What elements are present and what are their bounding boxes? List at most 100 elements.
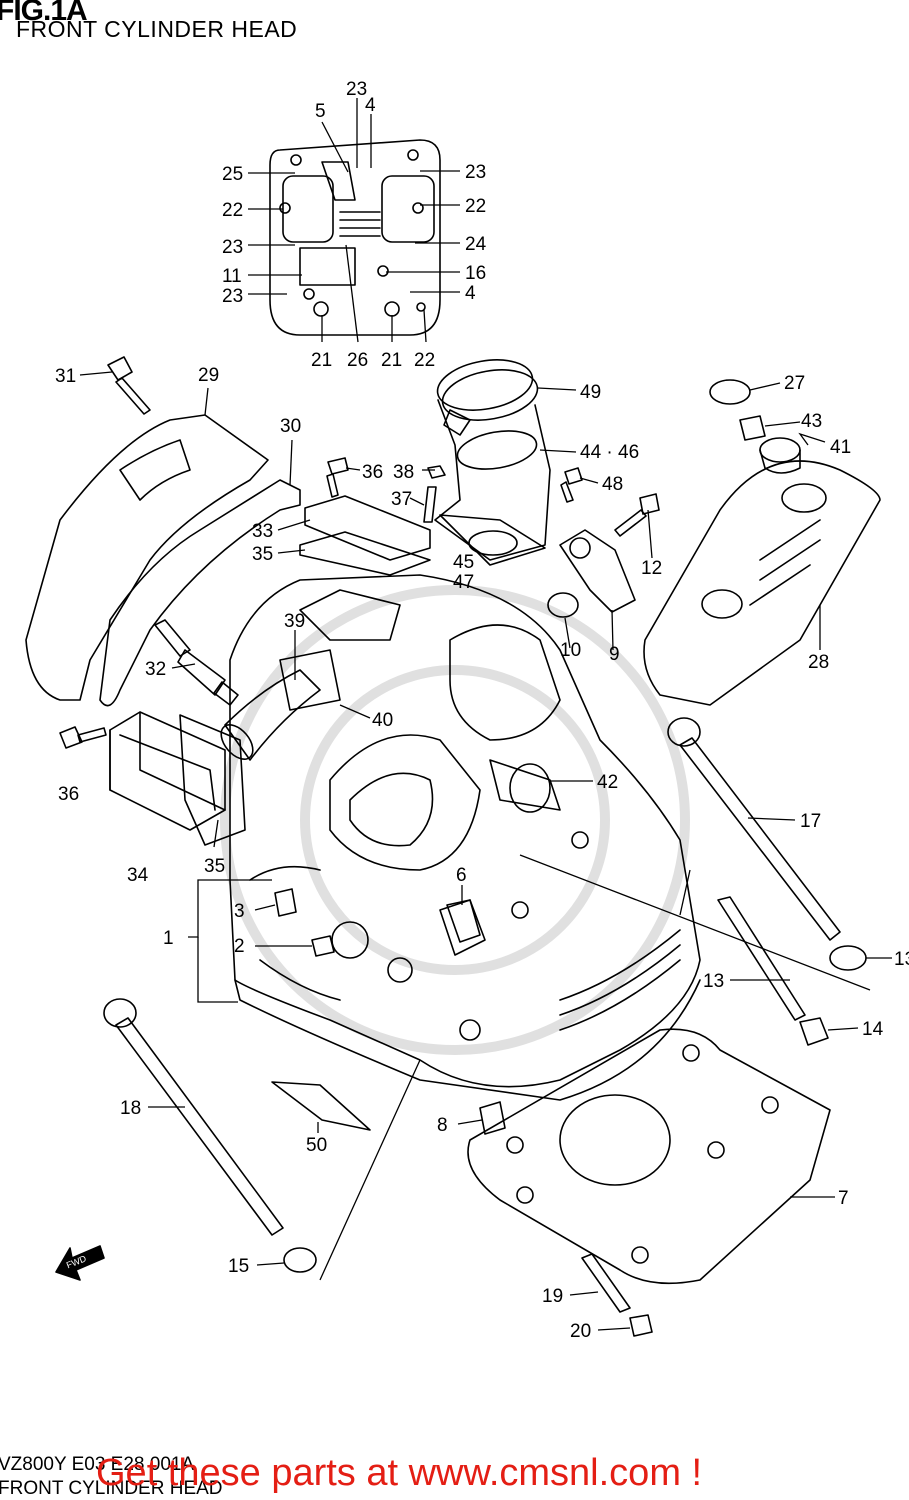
callout: 8	[437, 1115, 448, 1136]
diagram-code: VZ800Y E03 E28 001A	[0, 1454, 195, 1475]
callout: 28	[808, 652, 829, 673]
callout: 36	[58, 784, 79, 805]
bracket-50	[271, 1081, 371, 1131]
callout: 4	[465, 283, 476, 304]
callout: 23	[222, 237, 243, 258]
fwd-arrow-icon	[55, 1245, 105, 1281]
callout: 26	[347, 350, 368, 371]
washer-15	[283, 1247, 317, 1273]
callout: 37	[391, 489, 412, 510]
callout: 33	[252, 521, 273, 542]
callout: 44 · 46	[580, 442, 639, 463]
callout: 1	[163, 928, 174, 949]
callout: 13	[894, 949, 909, 970]
promo-link[interactable]: Get these parts at www.cmsnl.com !	[96, 1452, 703, 1494]
cylinder-head-top-view	[269, 139, 441, 336]
nut-14	[799, 1017, 829, 1046]
callout: 22	[465, 196, 486, 217]
callout: 5	[315, 101, 326, 122]
callout-numbers: 23 4 5 25 22 23 11 23 23 22 24 16 4 21 2…	[55, 79, 909, 1342]
callout: 7	[838, 1188, 849, 1209]
callout: 45	[453, 552, 474, 573]
callout: 50	[306, 1135, 327, 1156]
breather-cover-34	[109, 711, 226, 831]
cylinder-head-main	[229, 574, 701, 1101]
callout: 4	[365, 95, 376, 116]
stud-13	[717, 896, 806, 1021]
bolt-31	[107, 356, 151, 415]
bolt-18	[103, 998, 284, 1236]
watermark-logo	[220, 585, 690, 1055]
callout: 48	[602, 474, 623, 495]
callout: 25	[222, 164, 243, 185]
callout: 6	[456, 865, 467, 886]
washer-14-upper	[829, 945, 867, 971]
callout: 43	[801, 411, 822, 432]
callout: 41	[830, 437, 851, 458]
callout: 32	[145, 659, 166, 680]
leader-lines	[79, 98, 892, 1331]
callout: 29	[198, 365, 219, 386]
stud-37	[423, 486, 437, 523]
callout: 21	[311, 350, 332, 371]
callout: 12	[641, 558, 662, 579]
callout: 20	[570, 1321, 591, 1342]
callout: 38	[393, 462, 414, 483]
housing-9	[559, 529, 636, 613]
cover-33	[299, 495, 431, 576]
callout: 22	[414, 350, 435, 371]
callout: 36	[362, 462, 383, 483]
callout: 34	[127, 865, 149, 886]
callout: 11	[222, 266, 242, 287]
head-gasket-7	[467, 1028, 831, 1285]
callout: 17	[800, 811, 821, 832]
callout: 35	[204, 856, 225, 877]
gasket-30	[99, 479, 301, 707]
bolt-17	[667, 717, 841, 941]
bolt-36-upper	[326, 457, 349, 498]
figure-title: FRONT CYLINDER HEAD	[16, 16, 298, 42]
dowel-3	[274, 888, 297, 917]
cap-41	[759, 437, 801, 474]
footer-caption: FRONT CYLINDER HEAD	[0, 1478, 223, 1499]
callout: 47	[453, 572, 474, 593]
spark-plug-32	[154, 619, 239, 706]
callout: 31	[55, 366, 76, 387]
plug-42	[509, 763, 551, 813]
callout: 18	[120, 1098, 141, 1119]
bolt-36-lower	[59, 726, 107, 749]
callout: 40	[372, 710, 393, 731]
nut-20	[629, 1314, 653, 1337]
cap-43	[739, 415, 766, 441]
callout: 14	[862, 1019, 884, 1040]
water-union-39	[220, 649, 341, 761]
callout: 30	[280, 416, 301, 437]
head-cover-28	[643, 460, 881, 706]
callout: 16	[465, 263, 486, 284]
callout: 3	[234, 901, 245, 922]
stud-19	[581, 1253, 631, 1313]
callout: 13	[703, 971, 724, 992]
o-ring-10	[547, 592, 579, 618]
bolt-48	[560, 467, 583, 503]
nut-38	[427, 465, 446, 479]
callout: 39	[284, 611, 305, 632]
callout: 35	[252, 544, 273, 565]
callout: 19	[542, 1286, 563, 1307]
callout: 2	[234, 936, 245, 957]
side-cover-29	[25, 414, 269, 701]
dowel-8	[479, 1101, 506, 1135]
callout: 9	[609, 644, 620, 665]
callout: 23	[465, 162, 486, 183]
figure-number: FIG.1A	[0, 0, 88, 27]
callout: 15	[228, 1256, 249, 1277]
callout: 21	[381, 350, 402, 371]
callout: 10	[560, 640, 581, 661]
gasket-35-lower	[179, 714, 246, 846]
callout: 23	[346, 79, 367, 100]
washer-27	[709, 379, 751, 405]
callout: 23	[222, 286, 243, 307]
intake-pipe-44-46	[434, 359, 551, 566]
fitting-2	[311, 935, 335, 957]
